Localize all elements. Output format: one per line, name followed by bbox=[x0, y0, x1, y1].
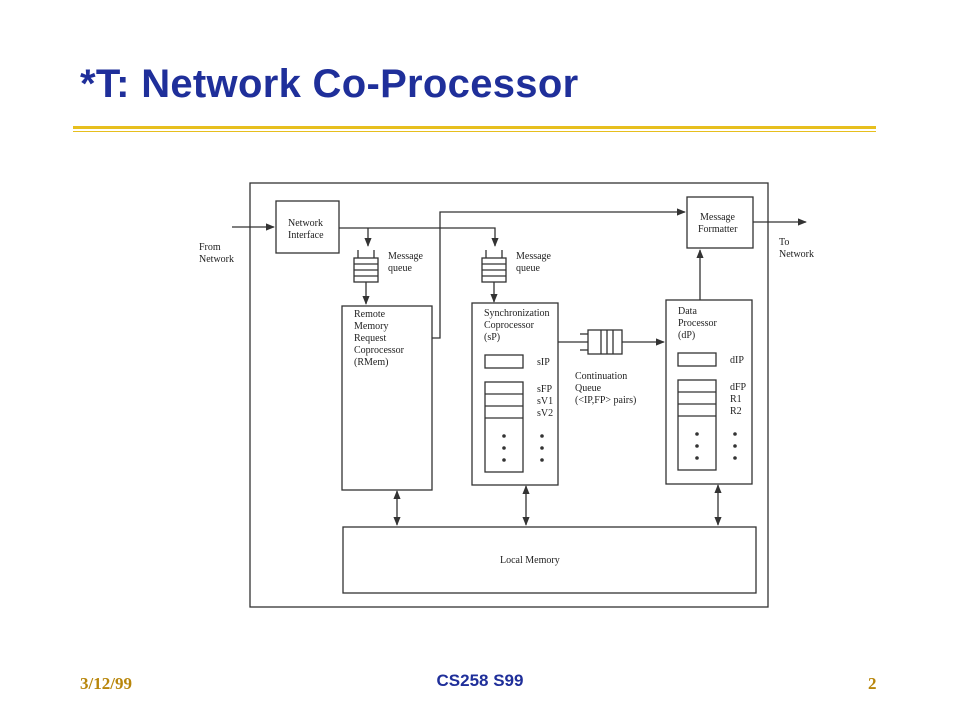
title-underline-thin bbox=[73, 131, 876, 132]
dfp-label: dFP bbox=[730, 382, 747, 393]
continuation-label-2: Queue bbox=[575, 383, 602, 394]
footer-course: CS258 S99 bbox=[436, 671, 524, 690]
rmem-label-2: Memory bbox=[354, 321, 388, 332]
rmem-label-3: Request bbox=[354, 333, 386, 344]
network-interface-label-2: Interface bbox=[288, 230, 324, 241]
local-memory-label: Local Memory bbox=[500, 555, 560, 566]
from-network-label-2: Network bbox=[199, 254, 234, 265]
rmem-box bbox=[341, 305, 433, 491]
sync-label-2: Coprocessor bbox=[484, 320, 535, 331]
rmem-label-1: Remote bbox=[354, 309, 386, 320]
sv2-label: sV2 bbox=[537, 408, 553, 419]
rmem-to-formatter-path bbox=[432, 208, 686, 339]
message-queue-2-label-1: Message bbox=[516, 251, 552, 262]
sync-label-1: Synchronization bbox=[484, 308, 550, 319]
ni-to-queue2-path bbox=[339, 227, 499, 247]
sv1-label: sV1 bbox=[537, 396, 553, 407]
r1-label: R1 bbox=[730, 394, 742, 405]
dip-register bbox=[677, 352, 717, 367]
sip-label: sIP bbox=[537, 357, 550, 368]
footer-page-number: 2 bbox=[868, 674, 877, 693]
continuation-label-3: (<IP,FP> pairs) bbox=[575, 395, 636, 406]
message-queue-2-label-2: queue bbox=[516, 263, 540, 274]
page-title: *T: Network Co-Processor bbox=[80, 62, 579, 106]
title-underline bbox=[73, 126, 876, 129]
data-label-1: Data bbox=[678, 306, 697, 317]
from-network-label-1: From bbox=[199, 242, 221, 253]
to-network-label-1: To bbox=[779, 237, 789, 248]
sfp-label: sFP bbox=[537, 384, 552, 395]
sync-label-3: (sP) bbox=[484, 332, 500, 343]
rmem-label-4: Coprocessor bbox=[354, 345, 405, 356]
data-register-stack bbox=[677, 379, 737, 471]
message-queue-2 bbox=[481, 250, 507, 283]
dip-label: dIP bbox=[730, 355, 744, 366]
r2-label: R2 bbox=[730, 406, 742, 417]
continuation-label-1: Continuation bbox=[575, 371, 627, 382]
message-formatter-label-1: Message bbox=[700, 212, 736, 223]
message-queue-1-label-2: queue bbox=[388, 263, 412, 274]
footer-date: 3/12/99 bbox=[80, 674, 132, 693]
data-label-3: (dP) bbox=[678, 330, 695, 341]
network-interface-label-1: Network bbox=[288, 218, 323, 229]
local-memory-box bbox=[342, 526, 757, 594]
network-interface-box bbox=[275, 200, 340, 254]
continuation-queue bbox=[580, 329, 623, 355]
sync-register-stack bbox=[484, 381, 544, 473]
message-formatter-label-2: Formatter bbox=[698, 224, 738, 235]
message-queue-1 bbox=[353, 250, 379, 283]
rmem-label-5: (RMem) bbox=[354, 357, 388, 368]
message-queue-1-label-1: Message bbox=[388, 251, 424, 262]
to-network-label-2: Network bbox=[779, 249, 814, 260]
data-label-2: Processor bbox=[678, 318, 718, 329]
sip-register bbox=[484, 354, 524, 369]
message-formatter-box bbox=[686, 196, 754, 249]
